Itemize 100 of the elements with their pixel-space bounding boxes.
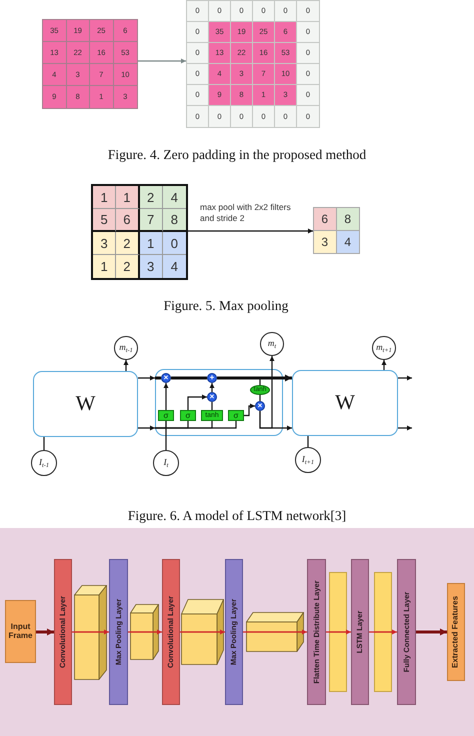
gate-box	[228, 410, 244, 421]
operator-circle	[207, 373, 217, 383]
gate-label: σ	[164, 412, 168, 420]
grid-cell: 1	[93, 186, 116, 209]
layer-bar	[307, 559, 326, 705]
connector-line	[211, 402, 213, 410]
arrow	[398, 375, 412, 381]
feature-map-cube	[130, 604, 159, 660]
operator-symbol: ×	[164, 374, 168, 382]
arrow	[381, 360, 387, 370]
operator-circle	[255, 401, 265, 411]
layer-bar	[397, 559, 416, 705]
grid-cell: 6	[116, 209, 140, 232]
feature-vector-bar	[329, 572, 347, 692]
grid-cell: 5	[93, 209, 116, 232]
layer-bar	[109, 559, 128, 705]
operator-circle	[161, 373, 171, 383]
box-label: Input Frame	[7, 622, 34, 640]
feature-map-cube	[181, 599, 224, 665]
number-grid	[91, 184, 188, 280]
block-label: W	[76, 392, 96, 416]
arrow	[163, 383, 169, 410]
number-grid	[313, 207, 360, 254]
variable-circle	[260, 332, 284, 356]
grid-cell: 8	[162, 209, 186, 232]
arrow	[398, 425, 412, 431]
grid-cell: 3	[93, 232, 116, 255]
number-grid	[186, 0, 320, 128]
figure-caption: Figure. 6. A model of LSTM network[3]	[128, 508, 346, 524]
connector-line	[171, 376, 207, 380]
variable-circle	[114, 336, 138, 360]
arrow	[130, 629, 162, 635]
grid-cell: 2	[140, 186, 163, 209]
grid-cell: 1	[93, 255, 116, 278]
grid-cell: 1	[140, 232, 163, 255]
arrow	[416, 628, 447, 636]
arrow	[74, 629, 109, 635]
variable-label: I$_{t}$	[164, 458, 168, 468]
grid-cell: 6	[314, 208, 336, 230]
grid-cell: 7	[140, 209, 163, 232]
operator-symbol: ×	[210, 393, 214, 401]
arrow	[374, 629, 397, 635]
gate-label: σ	[234, 412, 238, 420]
arrow	[259, 356, 275, 429]
grid-cell: 4	[162, 255, 186, 278]
arrow	[217, 374, 292, 382]
gate-box	[201, 410, 223, 421]
variable-label: m$_{t}$	[268, 339, 276, 349]
grid-cell: 3	[314, 230, 336, 253]
lstm-block	[292, 370, 398, 436]
connector-line	[259, 395, 261, 401]
grid-cell: 1	[116, 186, 140, 209]
box-label: Extracted Features	[452, 596, 460, 668]
arrow	[181, 629, 225, 635]
operator-circle	[207, 392, 217, 402]
layer-bar	[225, 559, 243, 705]
arrow	[138, 58, 186, 64]
arrow	[188, 228, 313, 234]
grid-cell: 8	[336, 208, 359, 230]
arrow	[138, 425, 155, 431]
connector-line	[165, 421, 167, 450]
connector-line	[155, 376, 161, 380]
connector-line	[43, 437, 45, 450]
arrow	[123, 360, 129, 371]
arrow	[329, 629, 351, 635]
variable-circle	[153, 450, 179, 476]
gate-box	[158, 410, 174, 421]
activation-ellipse	[250, 385, 270, 395]
feature-map-cube	[74, 585, 107, 680]
layer-bar	[162, 559, 180, 705]
io-box	[447, 583, 465, 681]
arrow	[36, 628, 54, 636]
grid-cell: 2	[116, 232, 140, 255]
io-box	[5, 600, 36, 663]
grid-cell: 3	[140, 255, 163, 278]
figure-caption: Figure. 4. Zero padding in the proposed method	[108, 147, 366, 164]
connector-line	[307, 436, 309, 447]
gate-box	[180, 410, 196, 421]
grid-cell: 2	[116, 255, 140, 278]
figure-caption: Figure. 5. Max pooling	[164, 298, 288, 314]
layer-bar	[351, 559, 369, 705]
arrow	[244, 403, 255, 416]
variable-label: m$_{t+1}$	[376, 343, 392, 353]
arrow	[187, 394, 207, 410]
variable-label: m$_{t-1}$	[119, 343, 133, 353]
arrow	[138, 375, 155, 381]
operator-symbol: ×	[258, 402, 262, 410]
variable-circle	[372, 336, 396, 360]
arrow	[246, 629, 307, 635]
grid-cell: 4	[162, 186, 186, 209]
arrow	[209, 383, 215, 392]
grid-cell: 4	[336, 230, 359, 253]
operator-symbol: +	[210, 374, 214, 382]
lstm-block	[33, 371, 138, 437]
connector-line	[155, 421, 237, 429]
variable-label: I$_{t+1}$	[302, 455, 314, 465]
feature-map-cube	[246, 612, 304, 652]
variable-label: I$_{t-1}$	[39, 458, 49, 468]
block-label: W	[335, 391, 355, 415]
number-grid	[42, 19, 138, 109]
